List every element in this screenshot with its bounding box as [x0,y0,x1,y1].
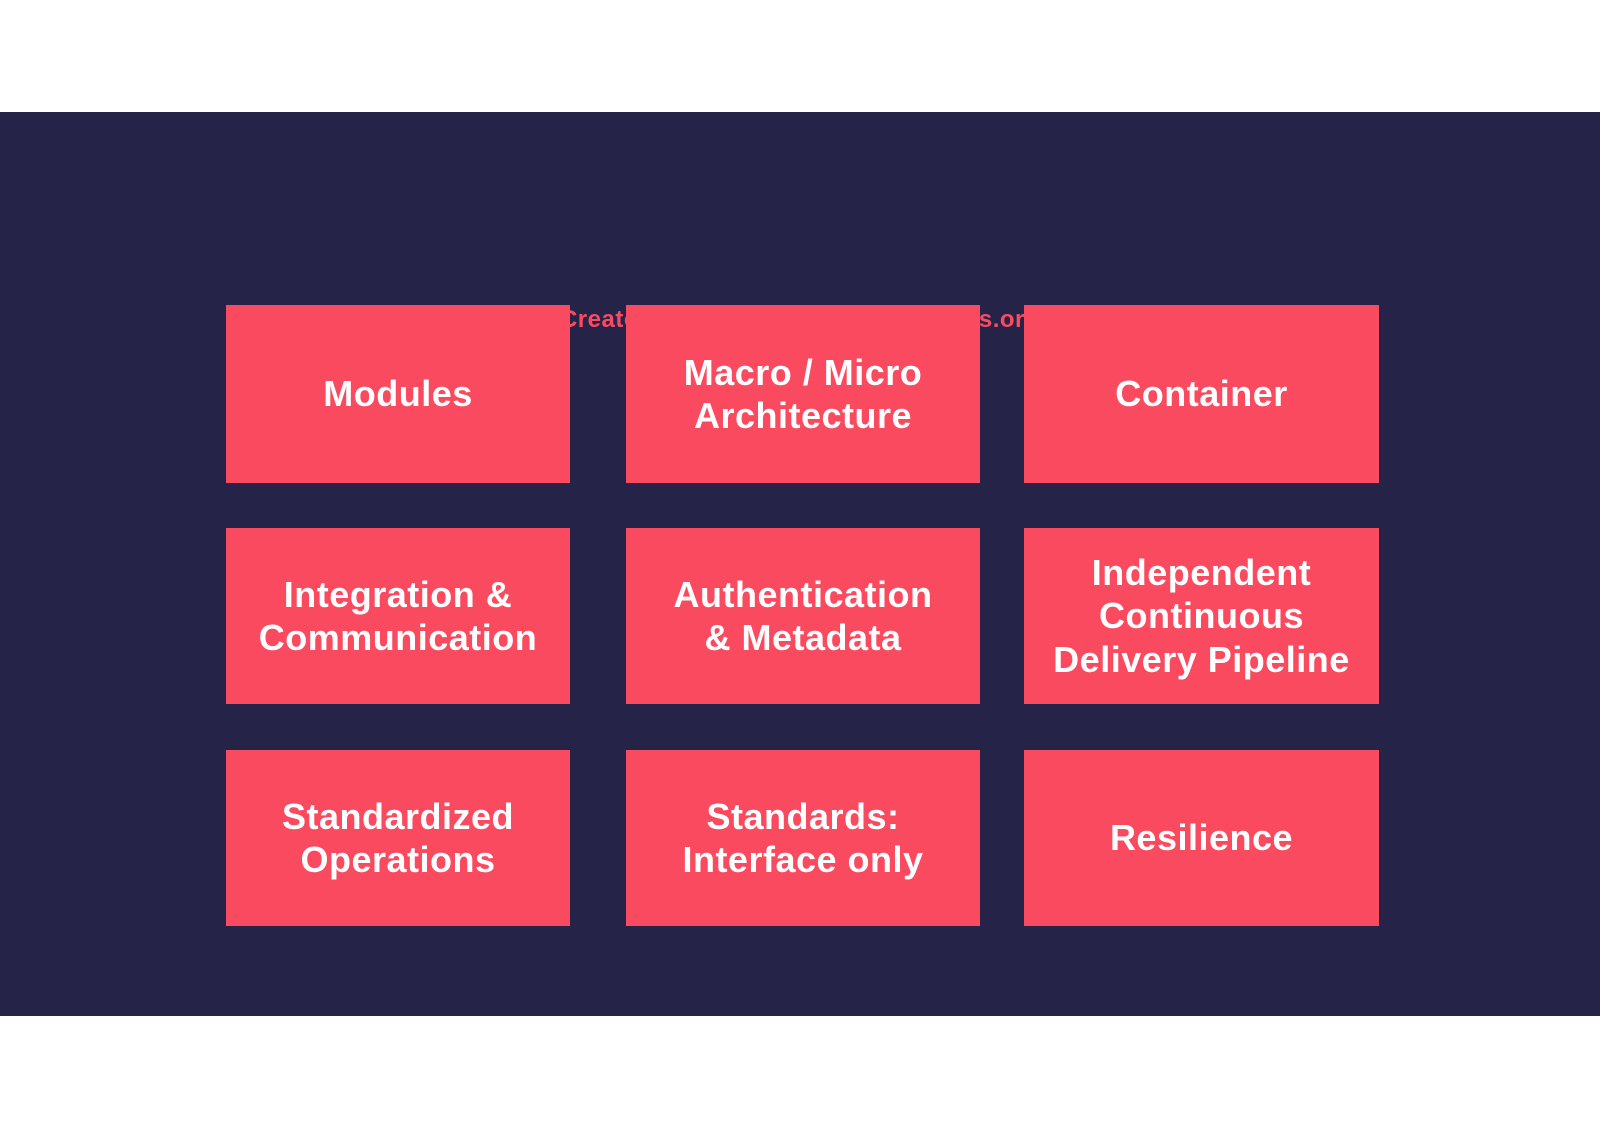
principle-box-modules: Modules [226,305,570,483]
principle-box-resilience: Resilience [1024,750,1379,926]
principle-box-label: Authentication & Metadata [673,573,933,658]
principle-box-label: Container [1115,373,1288,415]
principle-box-authentication-metadata: Authentication & Metadata [626,528,980,704]
principle-box-label: Modules [323,373,473,415]
principle-box-label: Standardized Operations [281,795,515,880]
principle-box-label: Standards: Interface only [682,795,924,880]
principle-box-label: Macro / Micro Architecture [683,351,923,436]
principle-box-standardized-operations: Standardized Operations [226,750,570,926]
principle-box-label: Resilience [1109,817,1294,859]
principle-box-standards-interface-only: Standards: Interface only [626,750,980,926]
principle-box-independent-cd-pipeline: Independent Continuous Delivery Pipeline [1024,528,1379,704]
principle-box-macro-micro-architecture: Macro / Micro Architecture [626,305,980,483]
principle-box-integration-communication: Integration & Communication [226,528,570,704]
principle-box-label: Independent Continuous Delivery Pipeline [1053,552,1350,680]
principle-box-label: Integration & Communication [258,573,538,658]
principle-box-container: Container [1024,305,1379,483]
